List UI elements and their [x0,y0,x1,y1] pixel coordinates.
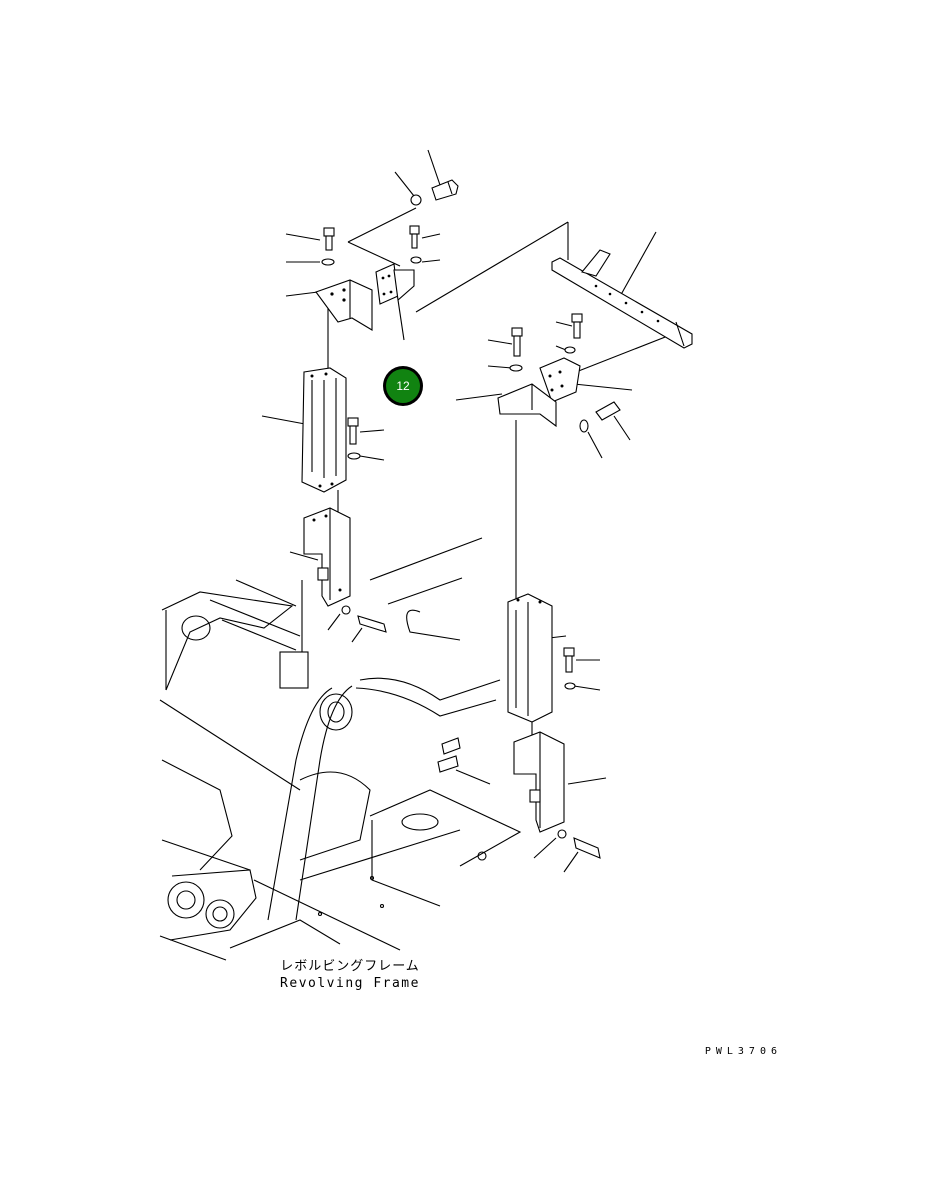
frame-caption-japanese: レボルビングフレーム [280,959,420,974]
badge-number: 12 [396,379,410,393]
left-lower-bracket [279,507,387,689]
part-number-badge[interactable]: 12 [383,366,423,406]
left-middle-bolt [347,417,361,460]
upper-bracket-plate [375,225,422,305]
badge-fill [386,369,420,403]
right-lower-bracket [513,731,601,859]
top-bolt [410,179,459,206]
right-rail [551,249,693,349]
revolving-frame [159,537,522,961]
right-upper-bracket [497,313,621,433]
assembly-guide-lines [301,207,679,740]
left-column [301,367,347,493]
drawing-code: PWL3706 [705,1046,782,1057]
left-upper-hardware [315,227,373,331]
right-column [507,593,576,723]
frame-caption-english: Revolving Frame [280,976,420,991]
